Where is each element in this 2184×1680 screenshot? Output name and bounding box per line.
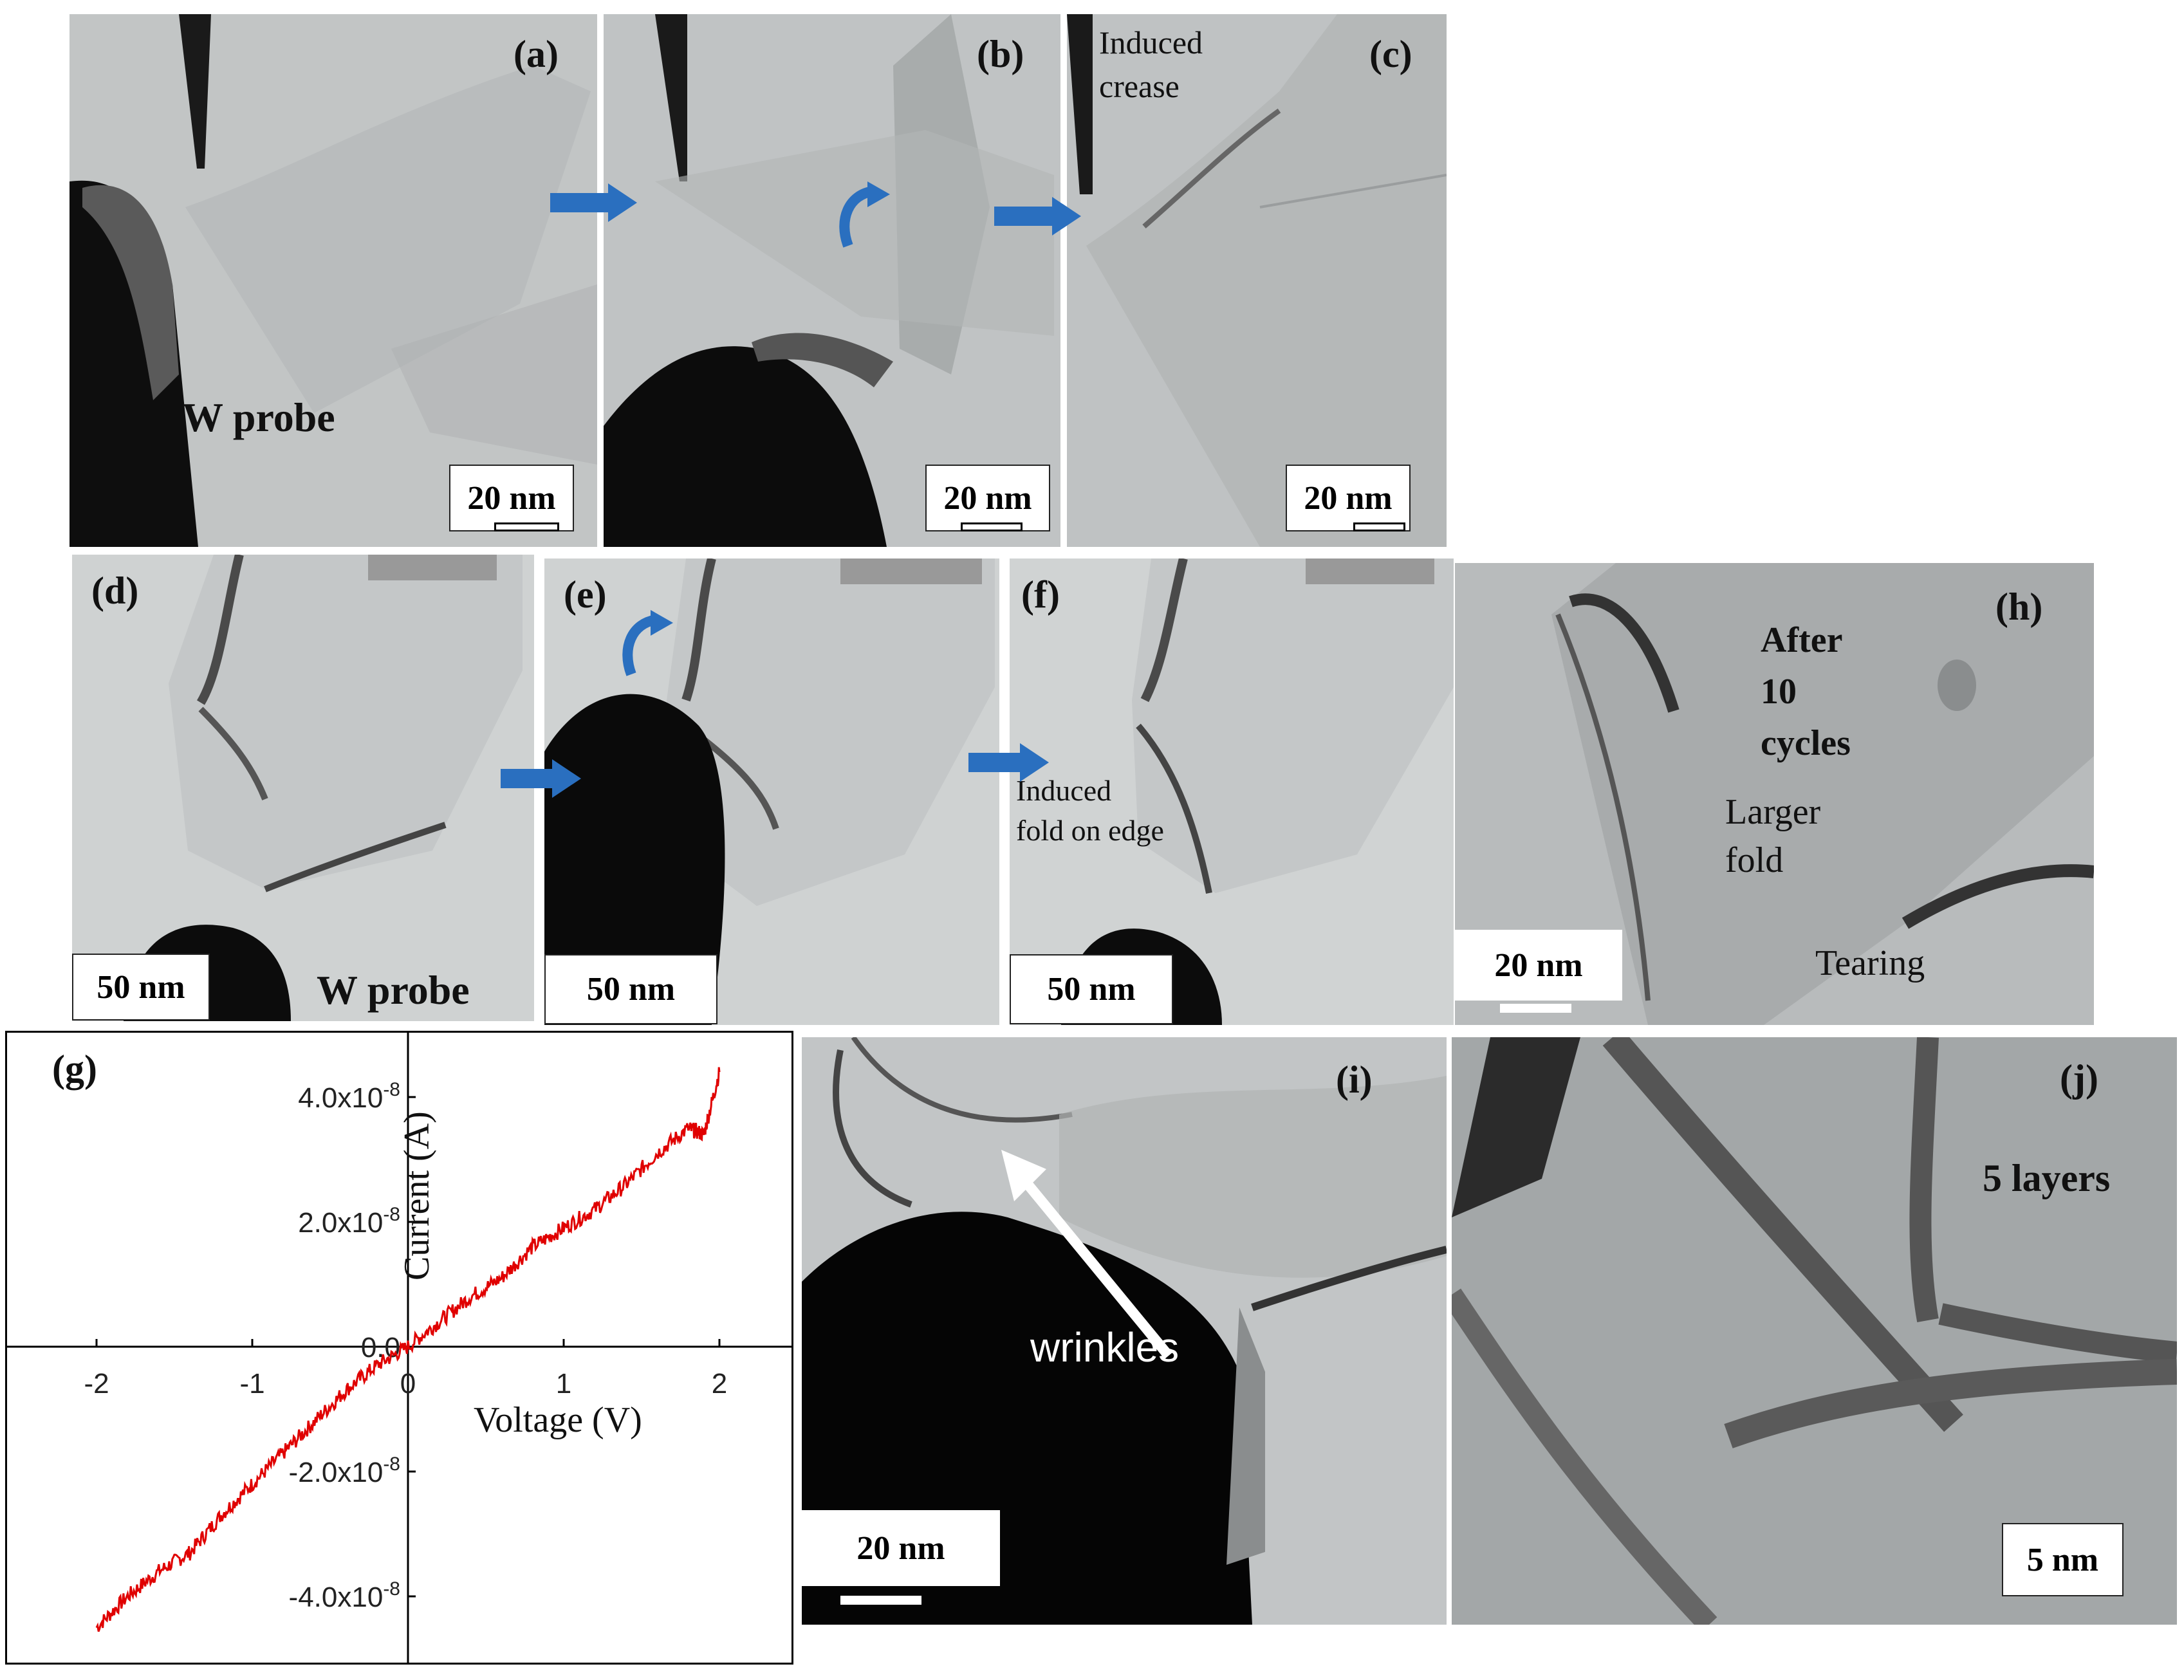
panel-f: (f) Induced fold on edge 50 nm [1010,558,1454,1025]
scale-bar [840,1596,921,1605]
panel-h: (h) After 10 cycles Larger fold Tearing … [1455,563,2094,1025]
scale-bar-label: 50 nm [1010,954,1173,1024]
scale-bar-label: 20 nm [1455,930,1622,1001]
scale-bar [961,522,1023,531]
panel-j-image [1452,1037,2177,1625]
scale-bar-label: 20 nm [449,465,574,531]
y-tick-label: -4.0x10-8 [289,1578,400,1613]
scale-bar-label: 50 nm [72,954,210,1020]
fold-annotation: Induced fold on edge [1016,774,1164,847]
iv-chart: -2 -1 0 1 2 -4.0x10-8 -2.0x10-8 0.0 2.0x10-8 4.0x… [7,1033,791,1663]
panel-e: (e) 50 nm [544,558,999,1025]
panel-d-image [124,555,523,1021]
panel-i: (i) wrinkles 20 nm [802,1037,1447,1625]
probe-label: W probe [182,394,335,440]
scale-bar-label: 20 nm [925,465,1050,531]
panel-label: (h) [1995,586,2043,628]
y-tick-label: 4.0x10-8 [298,1079,400,1114]
scale-bar [1500,1004,1571,1013]
panel-label: (e) [564,573,607,616]
panel-c: (c) Induced crease 20 nm [1067,14,1447,547]
iv-curve [95,1067,721,1632]
rotate-arrow-icon [839,181,890,248]
panel-f-image [1061,558,1454,1025]
x-tick-label: -2 [84,1368,109,1399]
probe-label: W probe [317,967,470,1013]
panel-label: (j) [2060,1057,2098,1100]
panel-b-image [604,14,1054,547]
panel-h-image [1551,563,2094,1025]
panel-c-image [1067,14,1447,547]
chart-ylabel: Current (A) [397,1111,437,1280]
scale-bar-label: 50 nm [544,954,717,1024]
panel-label: (d) [91,569,139,612]
crease-annotation: Induced crease [1099,24,1203,104]
chart-xlabel: Voltage (V) [474,1400,642,1440]
panel-a: (a) W probe 20 nm [69,14,597,547]
scale-bar-label: 20 nm [802,1510,1000,1586]
y-tick-label: 2.0x10-8 [298,1204,400,1239]
panel-a-image [69,14,597,547]
panel-label: (f) [1021,573,1060,616]
panel-label: (a) [514,33,559,75]
panel-j: (j) 5 layers 5 nm [1452,1037,2177,1625]
layers-text: 5 layers [1983,1157,2111,1199]
arrow-right-icon [994,197,1081,235]
x-tick-label: 2 [712,1368,727,1399]
scale-bar [1353,522,1405,531]
panel-d: (d) W probe 50 nm [72,555,534,1021]
panel-label: (i) [1336,1058,1373,1101]
panel-label: (b) [977,33,1024,75]
x-tick-label: -1 [239,1368,264,1399]
wrinkles-annotation: wrinkles [1030,1324,1180,1371]
x-tick-label: 1 [556,1368,571,1399]
cycles-text: After 10 cycles [1761,620,1851,763]
y-tick-label: -2.0x10-8 [289,1454,400,1488]
arrow-right-icon [550,183,637,222]
rotate-arrow-icon [622,610,673,676]
scale-bar [494,522,559,531]
arrow-right-icon [501,759,581,798]
panel-e-image [544,558,995,1025]
scale-bar [2030,1576,2104,1585]
panel-label: (c) [1369,33,1412,75]
arrow-right-icon [968,743,1049,782]
scale-bar-label: 20 nm [1286,465,1411,531]
x-tick-label: 0 [400,1368,416,1399]
larger-fold-text: Larger fold [1725,792,1821,880]
tearing-text: Tearing [1815,943,1925,983]
panel-label: (g) [52,1048,97,1090]
panel-b: (b) 20 nm [604,14,1060,547]
panel-g: (g) -2 -1 0 1 2 -4.0x10-8 -2.0x10-8 0.0 2.0x10-8… [5,1031,793,1665]
y-tick-label: 0.0 [361,1332,400,1363]
arrow-icon [1001,1150,1173,1360]
